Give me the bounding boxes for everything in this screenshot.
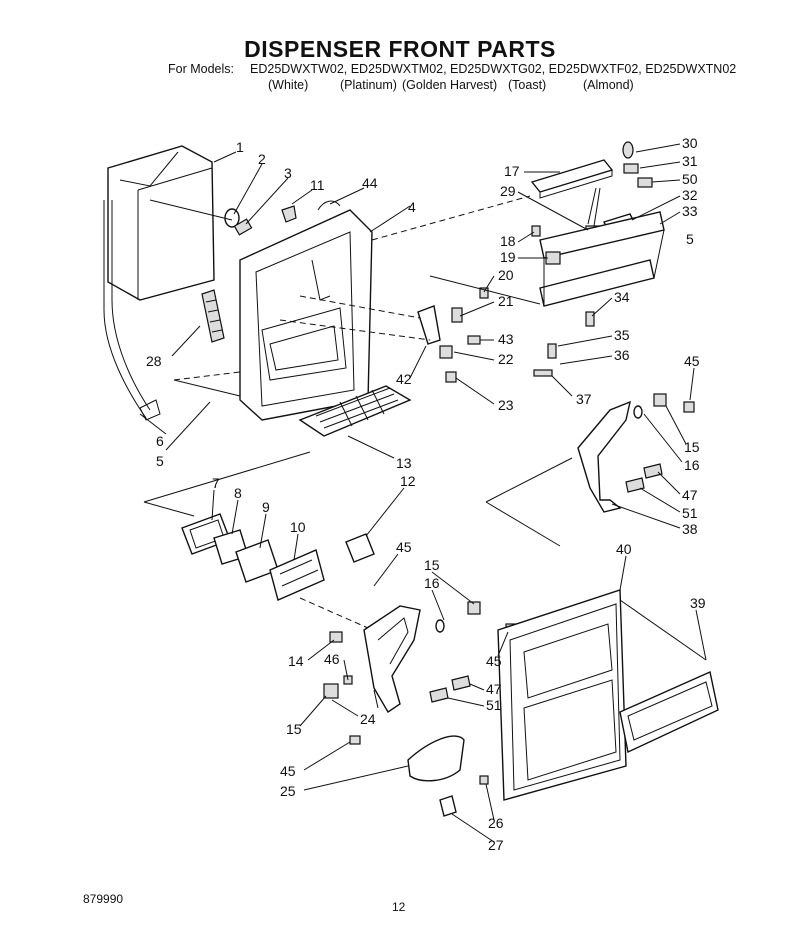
callout-22: 22 — [498, 351, 514, 367]
leader-lines — [139, 143, 707, 843]
color-toast: (Toast) — [508, 78, 547, 92]
callout-45d: 45 — [280, 763, 296, 779]
callout-17: 17 — [504, 163, 520, 179]
filter-block — [201, 289, 225, 343]
callout-31: 31 — [682, 153, 698, 169]
callout-23: 23 — [498, 397, 514, 413]
actuator-plate-parts — [181, 513, 375, 601]
callout-5: 5 — [156, 453, 164, 469]
color-golden-harvest: (Golden Harvest) — [402, 78, 498, 92]
callout-15: 15 — [684, 439, 700, 455]
callout-32: 32 — [682, 187, 698, 203]
dispenser-glass — [619, 671, 719, 754]
callout-9: 9 — [262, 499, 270, 515]
ice-chute-door-parts — [407, 735, 489, 817]
callout-26: 26 — [488, 815, 504, 831]
callout-21: 21 — [498, 293, 514, 309]
callout-18: 18 — [500, 233, 516, 249]
callout-43: 43 — [498, 331, 514, 347]
right-lever-assembly — [577, 393, 695, 513]
ice-chute-assembly — [103, 145, 215, 421]
callout-40: 40 — [616, 541, 632, 557]
color-platinum: (Platinum) — [340, 78, 397, 92]
callout-51b: 51 — [486, 697, 502, 713]
callout-39: 39 — [690, 595, 706, 611]
callout-47b: 47 — [486, 681, 502, 697]
callout-5b: 5 — [686, 231, 694, 247]
callout-12: 12 — [400, 473, 416, 489]
callout-20: 20 — [498, 267, 514, 283]
callout-44: 44 — [362, 175, 378, 191]
assembly-lines — [143, 195, 707, 717]
callout-1: 1 — [236, 139, 244, 155]
callout-16b: 16 — [424, 575, 440, 591]
callout-4: 4 — [408, 199, 416, 215]
callout-numbers: 1 2 3 11 44 4 28 6 5 13 30 31 50 32 17 2… — [146, 135, 706, 853]
callout-16: 16 — [684, 457, 700, 473]
models-list: ED25DWXTW02, ED25DWXTM02, ED25DWXTG02, E… — [250, 62, 737, 76]
callout-45: 45 — [684, 353, 700, 369]
callout-37: 37 — [576, 391, 592, 407]
dispenser-housing — [239, 200, 373, 421]
callout-27: 27 — [488, 837, 504, 853]
middle-small-parts — [417, 287, 553, 383]
callout-7: 7 — [212, 475, 220, 491]
callout-19: 19 — [500, 249, 516, 265]
models-label: For Models: — [168, 62, 234, 76]
callout-51: 51 — [682, 505, 698, 521]
callout-34: 34 — [614, 289, 630, 305]
callout-36: 36 — [614, 347, 630, 363]
callout-13: 13 — [396, 455, 412, 471]
callout-47: 47 — [682, 487, 698, 503]
callout-25: 25 — [280, 783, 296, 799]
callout-14: 14 — [288, 653, 304, 669]
callout-50: 50 — [682, 171, 698, 187]
lower-lever-assembly — [323, 601, 517, 745]
callout-29: 29 — [500, 183, 516, 199]
callout-38: 38 — [682, 521, 698, 537]
callout-15b: 15 — [424, 557, 440, 573]
callout-8: 8 — [234, 485, 242, 501]
callout-46: 46 — [324, 651, 340, 667]
page-number: 12 — [392, 900, 406, 914]
callout-24: 24 — [360, 711, 376, 727]
callout-6: 6 — [156, 433, 164, 449]
callout-10: 10 — [290, 519, 306, 535]
callout-30: 30 — [682, 135, 698, 151]
callout-15c: 15 — [286, 721, 302, 737]
callout-35: 35 — [614, 327, 630, 343]
callout-42: 42 — [396, 371, 412, 387]
callout-45b: 45 — [396, 539, 412, 555]
callout-33: 33 — [682, 203, 698, 219]
color-white: (White) — [268, 78, 309, 92]
page-title: DISPENSER FRONT PARTS — [244, 36, 556, 62]
upper-right-parts — [530, 141, 665, 359]
callout-45c: 45 — [486, 653, 502, 669]
callout-3: 3 — [284, 165, 292, 181]
callout-28: 28 — [146, 353, 162, 369]
callout-2: 2 — [258, 151, 266, 167]
document-number: 879990 — [83, 892, 124, 906]
drip-grille — [298, 385, 412, 437]
callout-11: 11 — [310, 177, 325, 193]
dispenser-front-panel — [497, 589, 627, 801]
color-almond: (Almond) — [583, 78, 634, 92]
